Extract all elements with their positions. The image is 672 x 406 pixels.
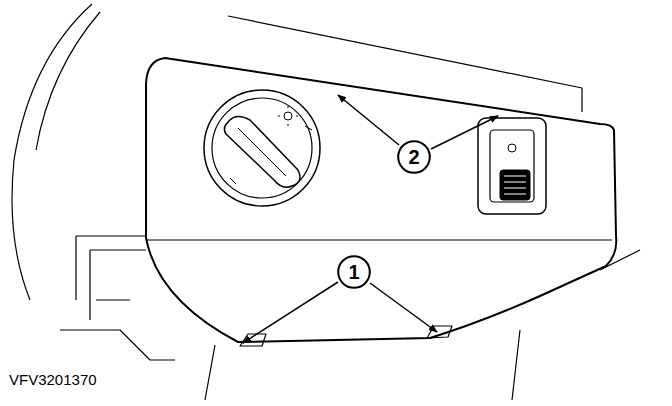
callout-circle: 1 (337, 255, 371, 289)
callout-circle-shape (338, 256, 370, 288)
figure-code: VFV3201370 (8, 371, 98, 388)
callout-circle-shape (398, 141, 430, 173)
callout-circle: 2 (397, 140, 431, 174)
callout-number: 2 (408, 147, 419, 167)
callout-number: 1 (348, 262, 359, 282)
